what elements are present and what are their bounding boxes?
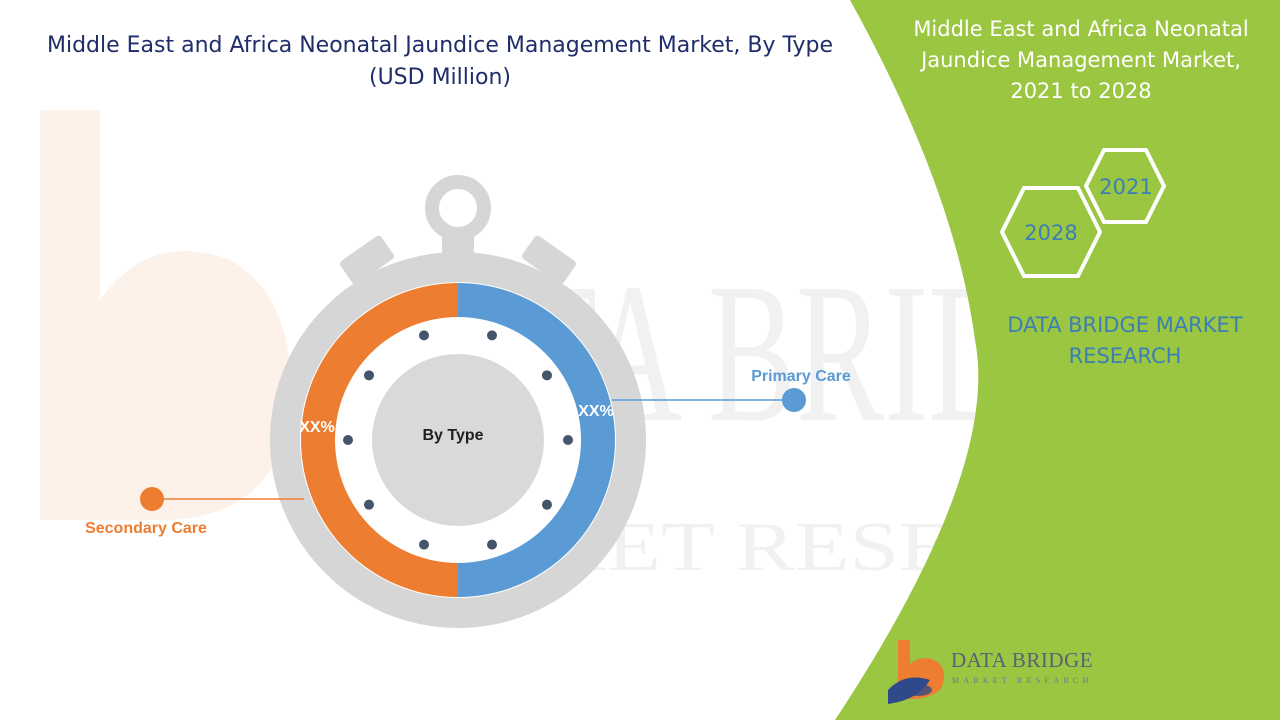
donut-chart <box>301 283 615 597</box>
dial-dot <box>486 539 497 550</box>
hexagon-year-end <box>999 186 1103 278</box>
secondary-care-value-label: XX% <box>299 419 335 436</box>
dial-dot <box>541 370 552 381</box>
watermark-logo-mark <box>40 110 292 520</box>
dial-dot <box>419 330 430 341</box>
stopwatch-left-button <box>340 235 394 285</box>
dial-dot <box>364 499 375 510</box>
donut-slice-primary-care <box>458 283 615 597</box>
logo-tagline: MARKET RESEARCH <box>952 676 1093 685</box>
dial-dot <box>364 370 375 381</box>
donut-slice-secondary-care <box>301 283 458 597</box>
dial-dots <box>343 330 573 550</box>
center-hub <box>372 354 544 526</box>
center-label: By Type <box>422 427 483 444</box>
chart-title: Middle East and Africa Neonatal Jaundice… <box>46 33 834 90</box>
stopwatch-crown <box>425 175 491 241</box>
primary-care-legend-label: Primary Care <box>751 368 851 385</box>
logo-name: DATA BRIDGE <box>951 648 1094 672</box>
dial-dot <box>343 435 353 445</box>
data-bridge-logo-icon <box>888 640 944 704</box>
dial-dot <box>486 330 497 341</box>
stopwatch-right-button <box>522 235 576 285</box>
side-panel-title: Middle East and Africa Neonatal Jaundice… <box>913 17 1249 103</box>
primary-care-value-label: XX% <box>578 403 614 420</box>
dial-dot <box>541 499 552 510</box>
year-end-label: 2028 <box>1024 221 1077 245</box>
dial-dot <box>563 435 573 445</box>
hexagon-year-start <box>1083 148 1167 224</box>
year-start-label: 2021 <box>1099 175 1152 199</box>
primary-care-marker <box>782 388 806 412</box>
secondary-care-marker <box>140 487 164 511</box>
dial-dot <box>419 539 430 550</box>
side-panel-background <box>835 0 1280 720</box>
brand-name-text: DATA BRIDGE MARKET RESEARCH <box>1007 313 1243 368</box>
secondary-care-legend-label: Secondary Care <box>85 520 207 537</box>
